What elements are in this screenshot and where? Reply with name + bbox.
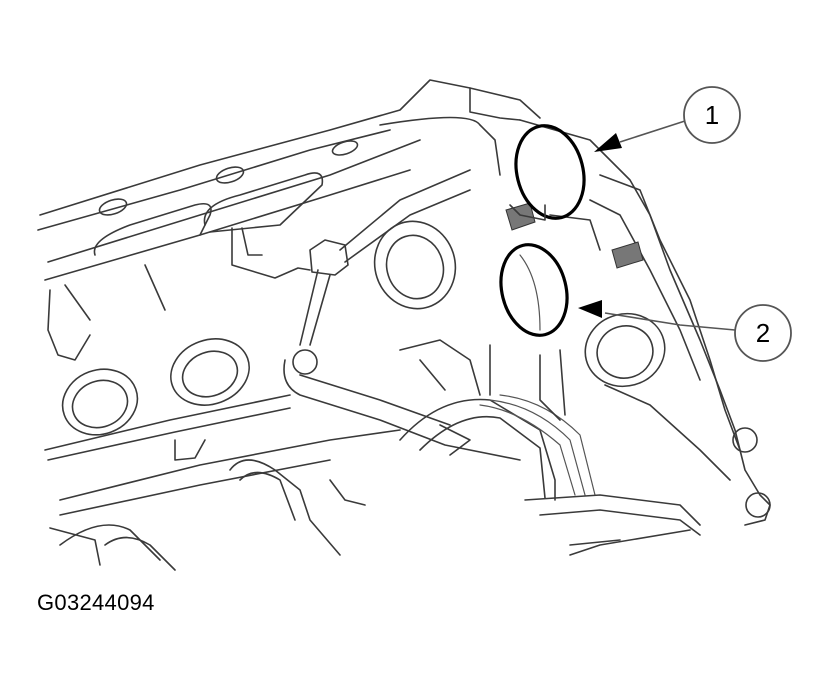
callout-1: 1 (594, 86, 741, 152)
callout-1-leader (619, 119, 689, 143)
linkage-rod (283, 169, 521, 461)
callout-2: 2 (578, 300, 792, 362)
callout-1-circle (683, 86, 741, 144)
block-side-bores (47, 220, 666, 436)
callout-2-circle (734, 304, 792, 362)
callout-2-number: 2 (756, 318, 770, 348)
callout-1-number: 1 (705, 100, 719, 130)
upper-seal-item-1 (514, 124, 586, 220)
callout-2-leader (604, 312, 736, 331)
figure-id-label: G03244094 (37, 590, 155, 615)
cylinder-head-deck (37, 79, 541, 281)
crankcase-lower (44, 339, 701, 571)
lower-seal-item-2 (499, 243, 569, 337)
front-cover-plate (379, 87, 771, 526)
callout-1-arrowhead (594, 133, 622, 152)
studs (505, 202, 644, 269)
callout-2-arrowhead (578, 300, 602, 318)
